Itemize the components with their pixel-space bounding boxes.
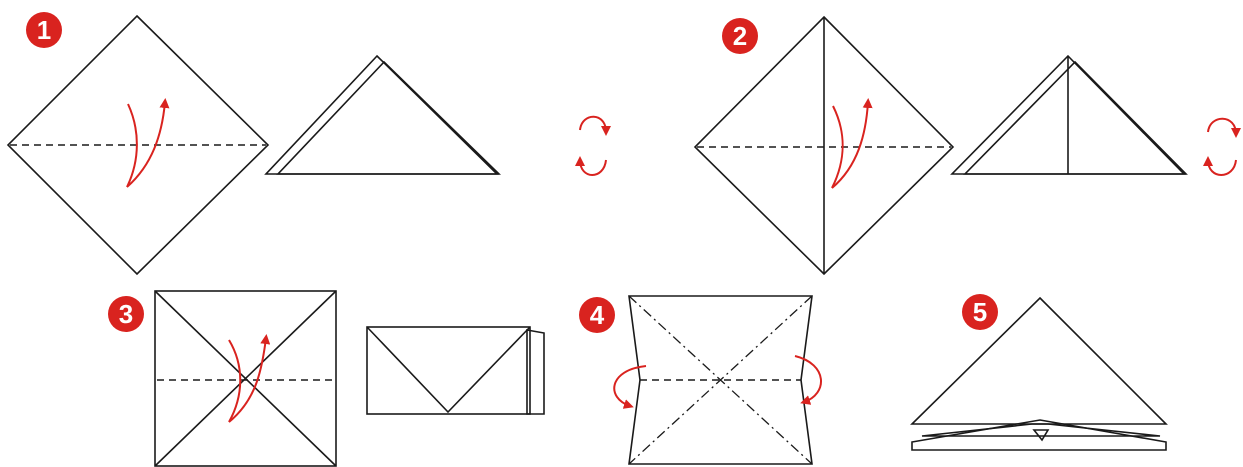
step-5: 5 [910,294,1168,451]
step-2-result-triangle [950,54,1188,175]
step-5-water-bomb-base [910,296,1168,451]
turn-over-icon [1203,117,1241,176]
fold-arrow-icon [831,98,873,189]
step-1-square-paper [6,14,270,276]
step-5-badge: 5 [962,294,998,330]
step-1-badge: 1 [26,12,62,48]
step-3-badge: 3 [108,296,144,332]
step-4-number: 4 [590,300,605,330]
turn-over-icon [575,115,611,176]
step-4-badge: 4 [579,297,615,333]
step-3-result-rectangle [366,326,545,415]
step-1-number: 1 [37,15,51,45]
step-4: 4 [579,295,822,465]
step-5-number: 5 [973,297,987,327]
fold-down-arrow-icon [228,334,271,423]
step-1-result-triangle [264,54,501,175]
step-4-collapsing-square [628,295,813,465]
step-1: 1 [6,12,611,276]
step-2-badge: 2 [722,18,758,54]
step-3: 3 [108,290,545,467]
push-in-arrows-icon [613,355,822,409]
step-2: 2 [693,15,1241,276]
fold-down-arrow-icon [126,98,170,188]
step-3-number: 3 [119,299,133,329]
step-3-square-paper [154,290,337,467]
step-2-number: 2 [733,21,747,51]
